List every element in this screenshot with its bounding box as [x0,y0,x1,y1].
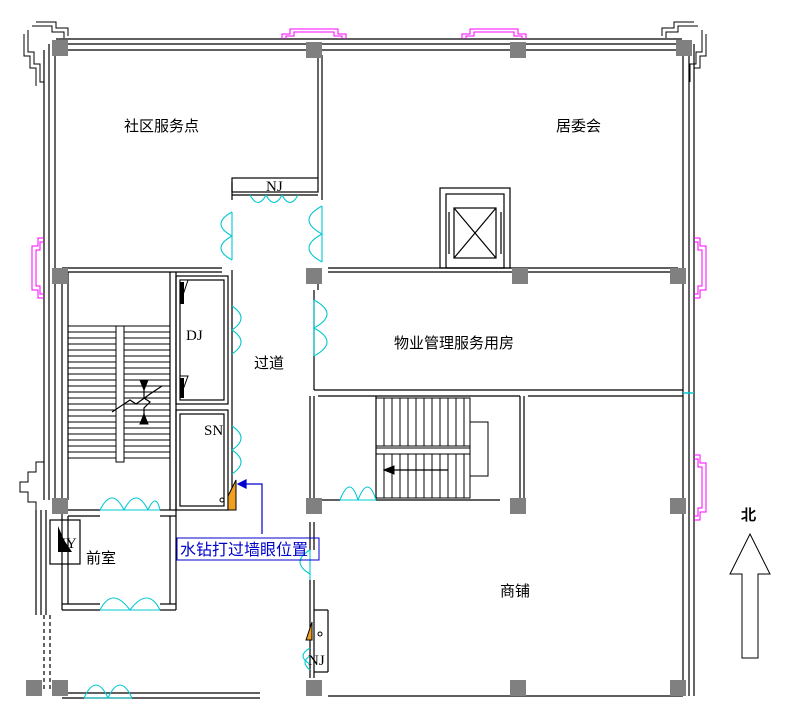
corner-trim-top-left [23,21,69,86]
nj-bottom-marker [305,621,313,641]
north-arrow-icon [729,532,771,659]
drilling-pointer [236,479,263,534]
windows [31,28,707,521]
interior-walls [49,55,683,678]
room-residents-committee: 居委会 [556,117,601,135]
doors [83,194,377,699]
room-corridor: 过道 [254,354,284,372]
room-front-room: 前室 [86,549,116,567]
code-nj-bottom: NJ [308,653,325,669]
columns [26,40,692,696]
shaft-markers [58,279,323,641]
corner-trim-top-right [661,21,707,86]
code-nj-top: NJ [266,179,283,195]
north-label: 北 [741,506,756,524]
code-sn: SN [204,423,223,439]
room-shop: 商铺 [500,582,530,600]
jy-marker [58,526,72,552]
room-community-service-point: 社区服务点 [124,117,199,135]
corner-trim-left-mid [19,461,44,512]
stair-shop [375,397,489,499]
room-property-management: 物业管理服务用房 [394,334,514,352]
code-jy: JY [60,536,77,552]
stair-left [67,325,171,463]
outer-walls [35,38,695,699]
drilling-note-label: 水钻打过墙眼位置 [180,540,308,559]
code-dj: DJ [186,328,203,344]
sn-marker [227,479,237,511]
drilling-note-box [176,537,320,561]
